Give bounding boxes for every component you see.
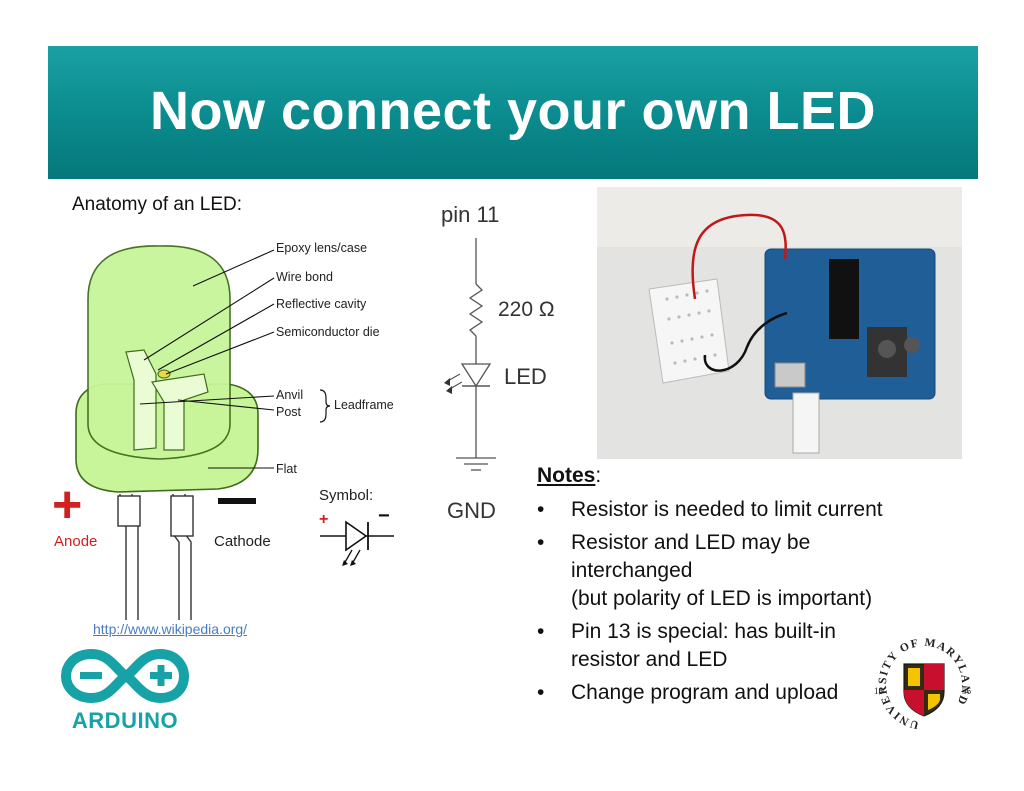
- arduino-minus-icon: [80, 672, 102, 679]
- label-semiconductor: Semiconductor die: [276, 325, 380, 339]
- led-circuit-schematic: pin 11 220 Ω LED GND: [441, 202, 555, 523]
- notes-section: Notes: • Resistor is needed to limit curr…: [537, 462, 937, 712]
- svg-text:+: +: [319, 511, 328, 528]
- arduino-logo: ARDUINO: [60, 648, 190, 732]
- note-text: Pin 13 is special: has built-in resistor…: [571, 620, 836, 671]
- schematic-resistor-label: 220 Ω: [498, 298, 555, 321]
- university-of-maryland-seal: UNIVERSITY OF MARYLAND 18 56: [874, 637, 972, 731]
- umd-year-right: 56: [962, 686, 972, 696]
- list-item: • Pin 13 is special: has built-in resisto…: [537, 618, 937, 674]
- label-reflective: Reflective cavity: [276, 297, 367, 311]
- slide-title: Now connect your own LED: [149, 81, 877, 141]
- bullet-icon: •: [537, 531, 545, 554]
- note-text: Resistor is needed to limit current: [571, 498, 883, 521]
- resistor-icon: [468, 283, 484, 337]
- led-anatomy-diagram: Epoxy lens/case Wire bond Reflective cav…: [52, 241, 394, 620]
- led-leads: [117, 494, 194, 620]
- arduino-wordmark: ARDUINO: [72, 708, 178, 732]
- usb-cable-image: [792, 392, 820, 454]
- notes-heading-text: Notes: [537, 464, 596, 487]
- led-symbol-icon: + −: [319, 505, 394, 566]
- notes-list: • Resistor is needed to limit current • Re…: [537, 496, 937, 707]
- breadboard-arduino-photo: [597, 187, 962, 459]
- led-diode-icon: [444, 363, 492, 394]
- list-item: • Resistor and LED may be interchanged (b…: [537, 529, 937, 613]
- title-banner: Now connect your own LED: [48, 46, 978, 179]
- note-text: Change program and upload: [571, 681, 839, 704]
- notes-heading: Notes:: [537, 462, 937, 490]
- label-symbol: Symbol:: [319, 487, 373, 504]
- notes-heading-colon: :: [595, 464, 602, 487]
- arduino-board-image: [764, 248, 936, 400]
- led-anvil: [125, 349, 157, 451]
- brace-icon: [319, 389, 331, 423]
- label-leadframe: Leadframe: [334, 398, 394, 412]
- list-item: • Change program and upload: [537, 679, 937, 707]
- ground-icon: [456, 457, 496, 471]
- led-die: [157, 369, 171, 379]
- bullet-icon: •: [537, 681, 545, 704]
- leader-lines: [139, 249, 275, 469]
- label-anvil: Anvil: [276, 388, 303, 402]
- label-post: Post: [276, 405, 302, 419]
- umd-year-left: 18: [874, 686, 884, 696]
- bullet-icon: •: [537, 498, 545, 521]
- wikipedia-source-link[interactable]: http://www.wikipedia.org/: [93, 621, 248, 637]
- led-post: [151, 373, 209, 451]
- label-anode: Anode: [54, 533, 97, 550]
- red-wire-image: [691, 213, 787, 300]
- breadboard-image: [648, 278, 730, 384]
- anode-plus-icon: +: [52, 476, 82, 534]
- led-dome: [87, 245, 231, 460]
- label-epoxy: Epoxy lens/case: [276, 241, 367, 255]
- bullet-icon: •: [537, 620, 545, 643]
- arduino-infinity-icon: [60, 648, 190, 704]
- schematic-pin-label: pin 11: [441, 202, 499, 227]
- svg-text:−: −: [378, 505, 390, 527]
- anatomy-label: Anatomy of an LED:: [72, 194, 243, 215]
- maryland-flag-shield-icon: [903, 663, 945, 717]
- note-text: Resistor and LED may be interchanged (bu…: [571, 531, 873, 610]
- cathode-minus-icon: [218, 498, 256, 504]
- black-wire-image: [703, 311, 788, 372]
- label-flat: Flat: [276, 462, 297, 476]
- schematic-led-label: LED: [504, 364, 547, 389]
- list-item: • Resistor is needed to limit current: [537, 496, 937, 524]
- label-wire-bond: Wire bond: [276, 270, 333, 284]
- label-cathode: Cathode: [214, 533, 271, 550]
- schematic-gnd-label: GND: [447, 498, 496, 523]
